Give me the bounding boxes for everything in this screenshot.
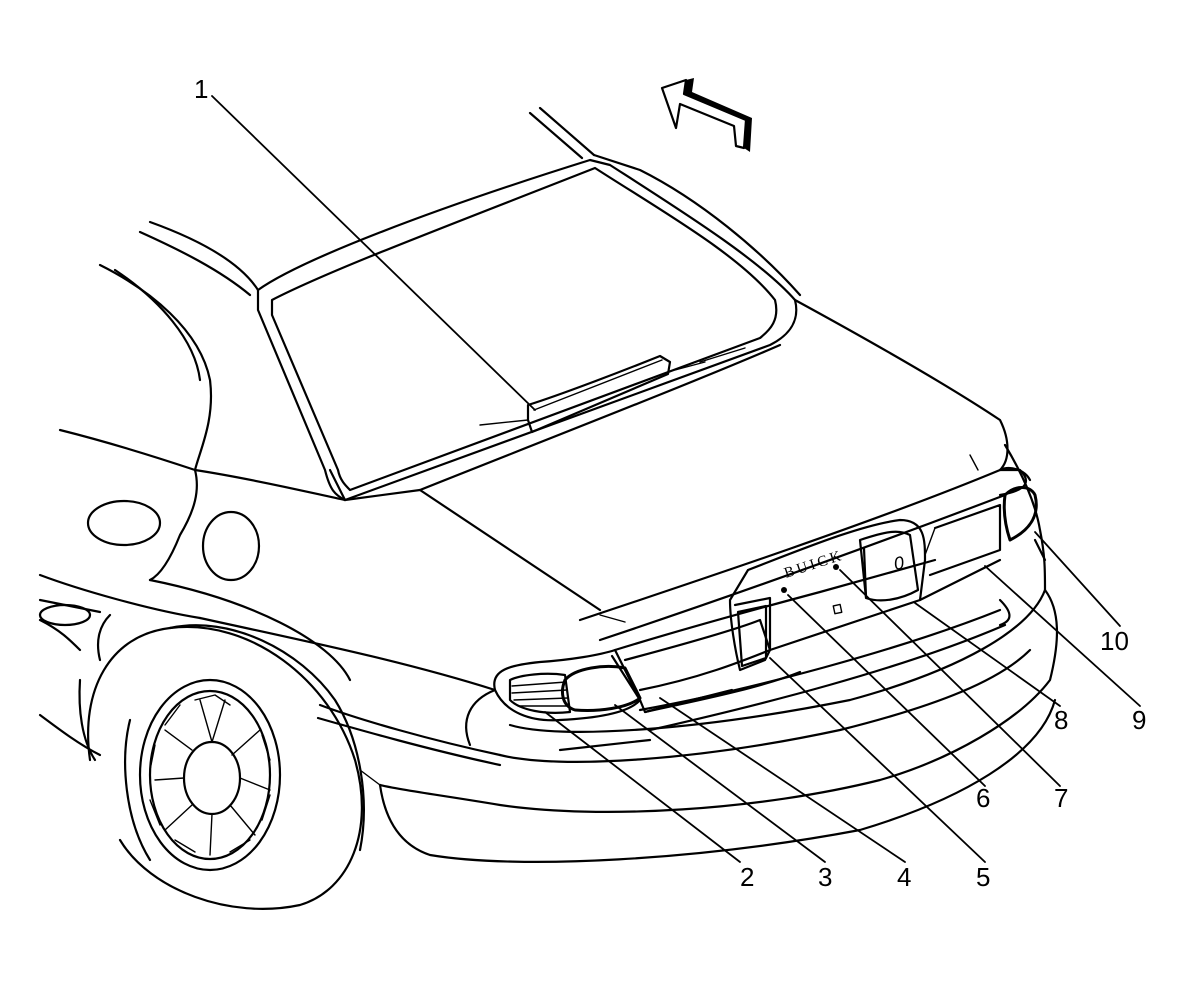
callout-labels: 1 2 3 4 5 6 7 8 9 10: [194, 74, 1146, 892]
callout-7: 7: [1054, 783, 1068, 813]
callout-5: 5: [976, 862, 990, 892]
callout-4: 4: [897, 862, 911, 892]
callout-10: 10: [1100, 626, 1129, 656]
vehicle-body: [38, 106, 1058, 863]
leader-lines: [211, 95, 1141, 863]
callout-8: 8: [1054, 705, 1068, 735]
rear-wheel: [78, 613, 365, 910]
callout-3: 3: [818, 862, 832, 892]
callout-1: 1: [194, 74, 208, 104]
svg-text:0: 0: [892, 553, 905, 574]
callout-9: 9: [1132, 705, 1146, 735]
callout-6: 6: [976, 783, 990, 813]
front-direction-arrow-icon: [660, 78, 752, 152]
callout-2: 2: [740, 862, 754, 892]
